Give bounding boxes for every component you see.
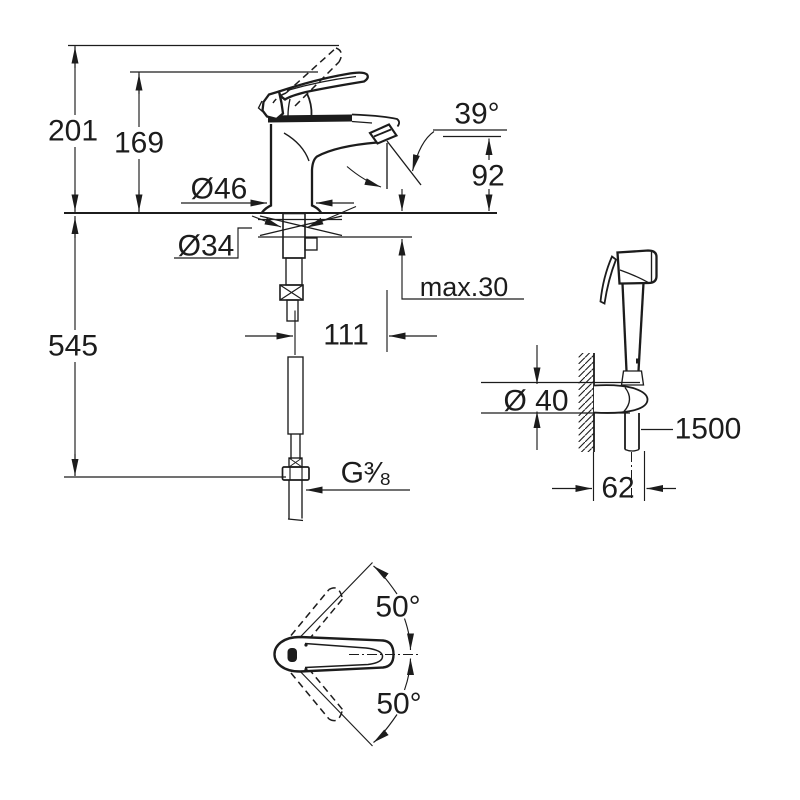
- label-swivel-up: 50°: [375, 591, 420, 624]
- handle-raised-dashed: [272, 47, 343, 107]
- label-height-spout: 169: [114, 127, 164, 160]
- label-holder-projection: 62: [601, 472, 634, 505]
- angle-50-down: [373, 658, 414, 743]
- shower-trigger: [599, 255, 618, 305]
- label-aerator-height: 92: [471, 160, 504, 193]
- handle-slot: [287, 648, 297, 662]
- wall-holder: [593, 384, 649, 414]
- wall-hatch: [578, 353, 594, 452]
- handle-top-view: 50° 50°: [273, 562, 422, 747]
- label-base-diameter: Ø46: [191, 173, 248, 206]
- dimension-62: [552, 451, 676, 501]
- swivel-ray-down: [292, 663, 373, 747]
- label-holder-diameter: Ø 40: [503, 385, 568, 418]
- label-hose-length: 1500: [675, 413, 742, 446]
- label-hole-diameter: Ø34: [178, 230, 235, 263]
- label-height-below-deck: 545: [48, 330, 98, 363]
- hand-shower-view: Ø 40 1500 62: [481, 249, 742, 505]
- label-spout-reach: 111: [323, 319, 369, 352]
- faucet-body: [261, 113, 401, 214]
- hand-shower: [599, 249, 658, 386]
- faucet-side-view: 201 169 Ø46 Ø34 545 111 max.30 92 39° G³…: [48, 44, 524, 522]
- aerator: [368, 123, 399, 145]
- shower-coupling: [620, 370, 645, 386]
- handle-plan-solid: [273, 635, 395, 673]
- faucet-handle: [257, 71, 369, 121]
- label-swivel-down: 50°: [376, 688, 421, 721]
- mounting-shank-assembly: [258, 212, 412, 322]
- dimension-92: [443, 135, 501, 211]
- shower-hose: [624, 413, 640, 500]
- handle-swiveled-dashed: [290, 587, 344, 722]
- angle-50-up: [373, 565, 414, 651]
- dimension-max30: [398, 189, 524, 300]
- dimension-111: [245, 290, 437, 355]
- label-spray-angle: 39°: [454, 98, 499, 131]
- dimension-d34: [174, 205, 357, 259]
- dimension-d40: [481, 345, 640, 450]
- label-height-total: 201: [48, 115, 98, 148]
- supply-hose: [281, 356, 310, 522]
- label-thread-size: G³⁄₈: [341, 457, 392, 490]
- reference-lines: [64, 44, 497, 478]
- swivel-ray-up: [292, 562, 373, 645]
- cartridge-cap: [268, 114, 352, 123]
- angle-39: [346, 129, 507, 189]
- label-deck-thickness: max.30: [420, 272, 509, 302]
